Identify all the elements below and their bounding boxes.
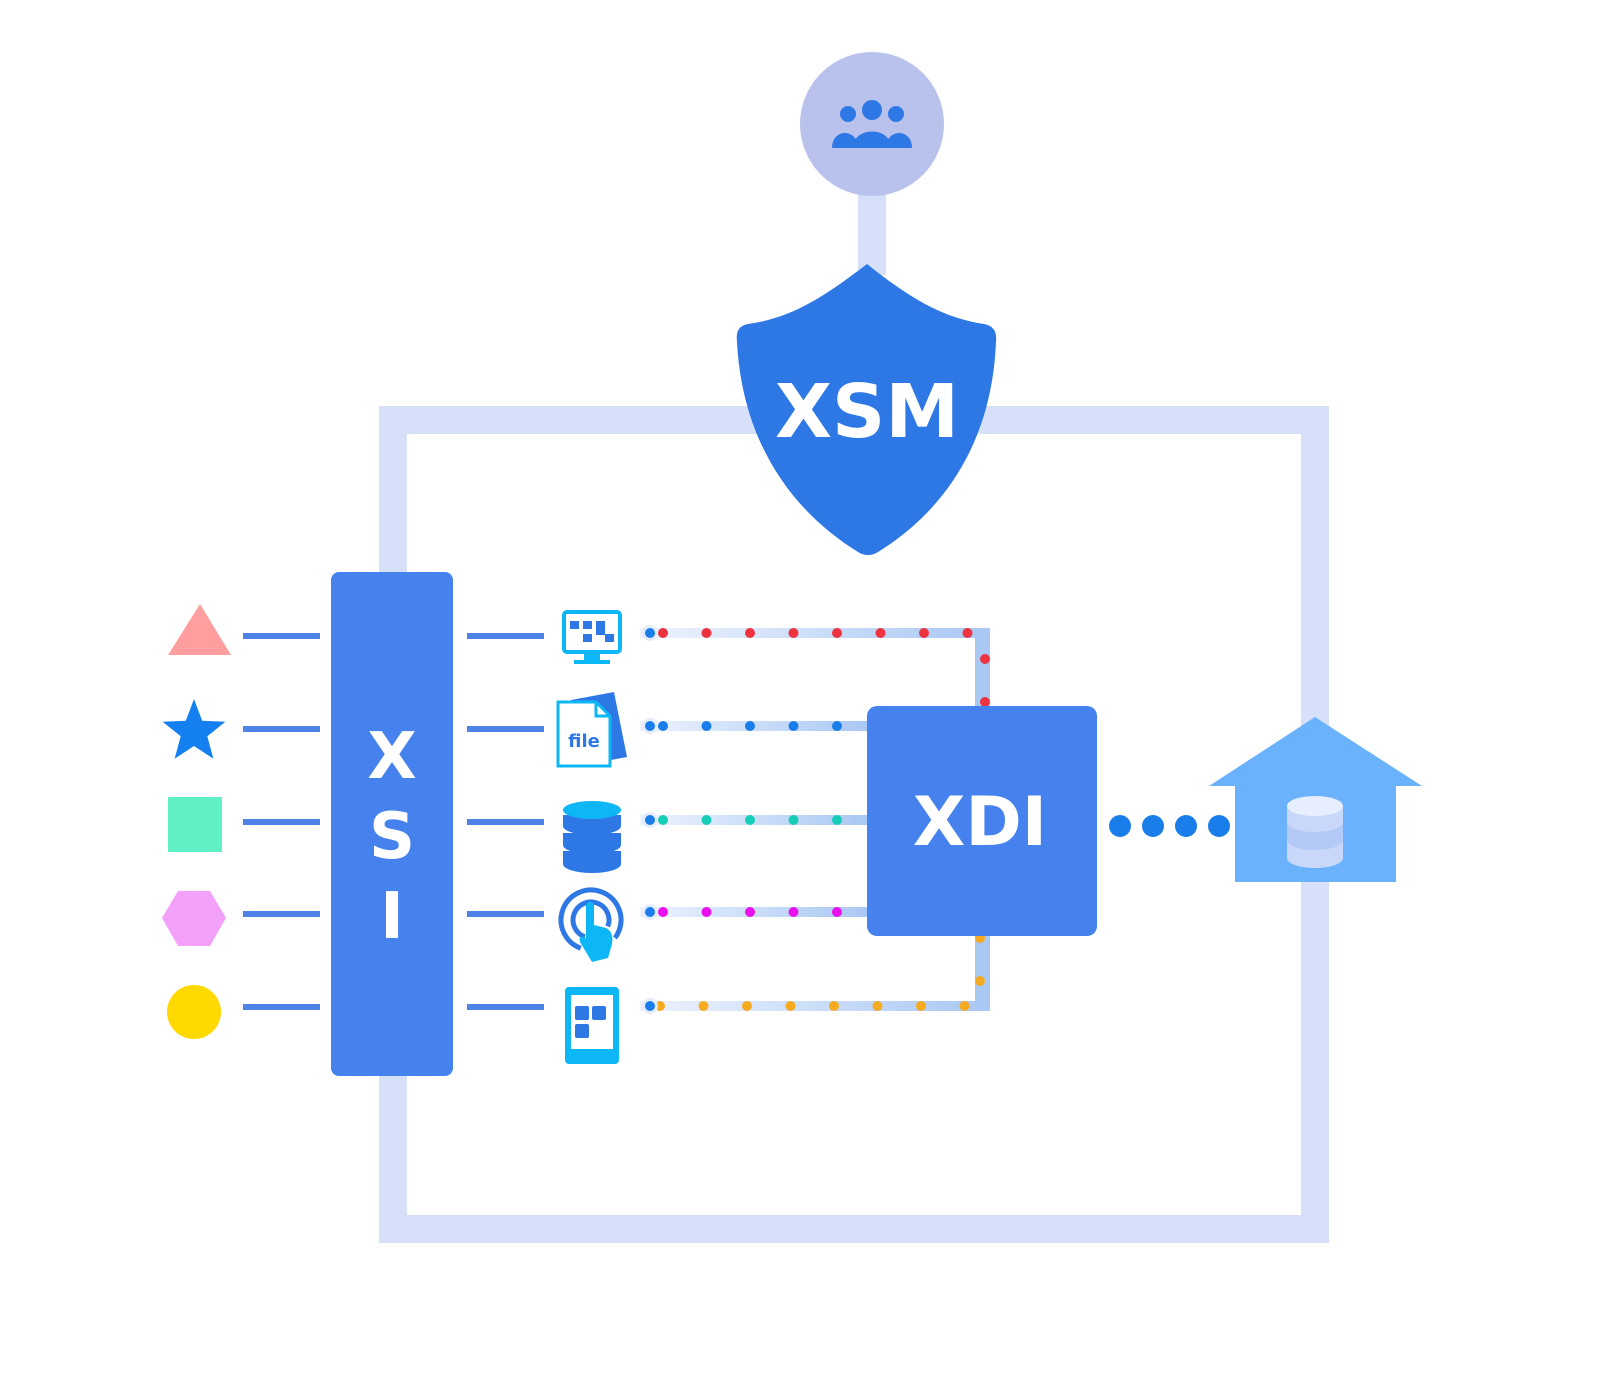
flow-dot — [959, 1001, 970, 1011]
users-group-icon — [832, 100, 912, 148]
source-list — [162, 604, 544, 1039]
flow-dot — [832, 907, 842, 917]
endpoint-connector — [467, 819, 544, 825]
xsm-label: XSM — [775, 369, 959, 455]
flow-dot — [832, 815, 842, 825]
endpoint-list: file — [556, 610, 627, 1064]
flow-dot — [832, 721, 842, 731]
triangle-shape — [168, 604, 231, 655]
flow-dot — [658, 628, 668, 638]
flow-path — [640, 625, 990, 708]
touch-click-icon — [558, 887, 624, 962]
source-hexagon — [162, 891, 544, 946]
output-link — [1109, 815, 1230, 837]
xdi-block: XDI — [867, 706, 1097, 936]
flow-dot — [919, 628, 929, 638]
flow-dot — [962, 628, 973, 638]
database-icon — [563, 801, 621, 873]
flow-dot — [701, 721, 712, 731]
output-dot — [1109, 815, 1131, 837]
flow-path — [640, 904, 868, 920]
flow-dot — [745, 628, 755, 638]
file-icon: file — [556, 692, 627, 768]
flow-dot — [872, 1001, 883, 1011]
flow-dot — [742, 1001, 752, 1011]
source-connector — [243, 1004, 320, 1010]
flow-dot — [701, 907, 712, 917]
flow-dot — [788, 721, 799, 731]
star-shape — [162, 699, 226, 759]
flow-dot — [875, 628, 886, 638]
source-square — [168, 797, 544, 852]
flow-dot — [788, 907, 799, 917]
xsm-shield: XSM — [736, 264, 997, 555]
source-triangle — [168, 604, 544, 655]
xsi-letter-x: X — [367, 720, 416, 794]
flow-dot — [829, 1001, 839, 1011]
data-warehouse — [1209, 717, 1422, 882]
output-dot — [1208, 815, 1230, 837]
hexagon-shape — [162, 891, 226, 946]
flow-dot — [788, 628, 799, 638]
source-connector — [243, 633, 320, 639]
source-connector — [243, 726, 320, 732]
output-dot — [1175, 815, 1197, 837]
file-label: file — [568, 731, 600, 752]
flow-dot — [701, 628, 712, 638]
source-star — [162, 699, 544, 759]
flow-dot — [785, 1001, 796, 1011]
flow-dot — [745, 721, 755, 731]
data-flow-paths — [640, 625, 990, 1014]
endpoint-connector — [467, 911, 544, 917]
source-connector — [243, 911, 320, 917]
source-circle — [167, 985, 544, 1039]
flow-path — [640, 812, 868, 828]
flow-dot — [701, 815, 712, 825]
flow-dot — [658, 907, 668, 917]
users-connector — [858, 190, 886, 275]
endpoint-connector — [467, 726, 544, 732]
flow-dot — [745, 815, 755, 825]
flow-dot — [658, 721, 668, 731]
monitor-dashboard-icon — [562, 610, 622, 664]
circle-shape — [167, 985, 221, 1039]
source-connector — [243, 819, 320, 825]
square-shape — [168, 797, 222, 852]
house-database-icon — [1287, 796, 1343, 868]
xsi-block: X S I — [331, 572, 453, 1076]
flow-dot — [788, 815, 799, 825]
flow-path — [640, 933, 990, 1014]
tablet-app-icon — [565, 987, 619, 1064]
flow-dot — [698, 1001, 709, 1011]
users-node — [800, 52, 944, 196]
flow-dot — [745, 907, 755, 917]
output-dot — [1142, 815, 1164, 837]
xdi-label: XDI — [913, 783, 1047, 862]
flow-dot — [658, 815, 668, 825]
flow-dot — [916, 1001, 926, 1011]
xsi-letter-s: S — [369, 800, 415, 874]
flow-path — [640, 718, 868, 734]
xsi-letter-i: I — [380, 880, 404, 954]
endpoint-connector — [467, 1004, 544, 1010]
flow-dot — [832, 628, 842, 638]
endpoint-connector — [467, 633, 544, 639]
